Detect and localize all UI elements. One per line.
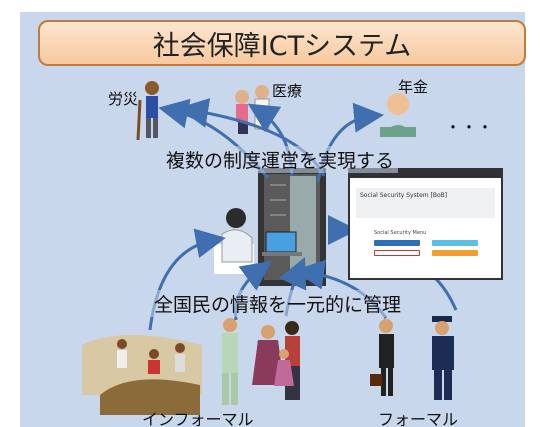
server-rack-icon xyxy=(258,168,326,286)
menu-button xyxy=(374,240,420,246)
police-officer-icon xyxy=(432,316,454,400)
screen-titlebar xyxy=(350,170,501,178)
businessman-icon xyxy=(370,319,394,396)
caption-seido: 複数の制度運営を実現する xyxy=(162,146,399,173)
family-icon xyxy=(222,318,300,405)
operator-icon xyxy=(214,208,302,274)
caption-kanri: 全国民の情報を一元的に管理 xyxy=(150,290,406,317)
injured-worker-icon xyxy=(136,81,159,141)
doctor-patient-icon xyxy=(235,85,270,134)
system-screen: Social Security System [BoB] Social Secu… xyxy=(348,168,503,280)
elderly-person-icon xyxy=(380,93,416,137)
title-box: 社会保障ICTシステム xyxy=(38,20,526,66)
label-dots: ・・・ xyxy=(445,118,494,137)
menu-button xyxy=(432,250,478,256)
title-text: 社会保障ICTシステム xyxy=(152,30,412,62)
label-rousai: 労災 xyxy=(108,90,139,108)
menu-button xyxy=(374,250,420,256)
label-informal: インフォーマル xyxy=(142,410,254,427)
menu-button xyxy=(432,240,478,246)
label-formal: フォーマル xyxy=(378,410,459,427)
screen-menu-label: Social Security Menu xyxy=(374,230,427,236)
screen-header: Social Security System [BoB] xyxy=(356,188,495,218)
farm-workers-icon xyxy=(82,335,202,415)
label-iryou: 医療 xyxy=(272,82,303,100)
label-nenkin: 年金 xyxy=(398,78,429,96)
